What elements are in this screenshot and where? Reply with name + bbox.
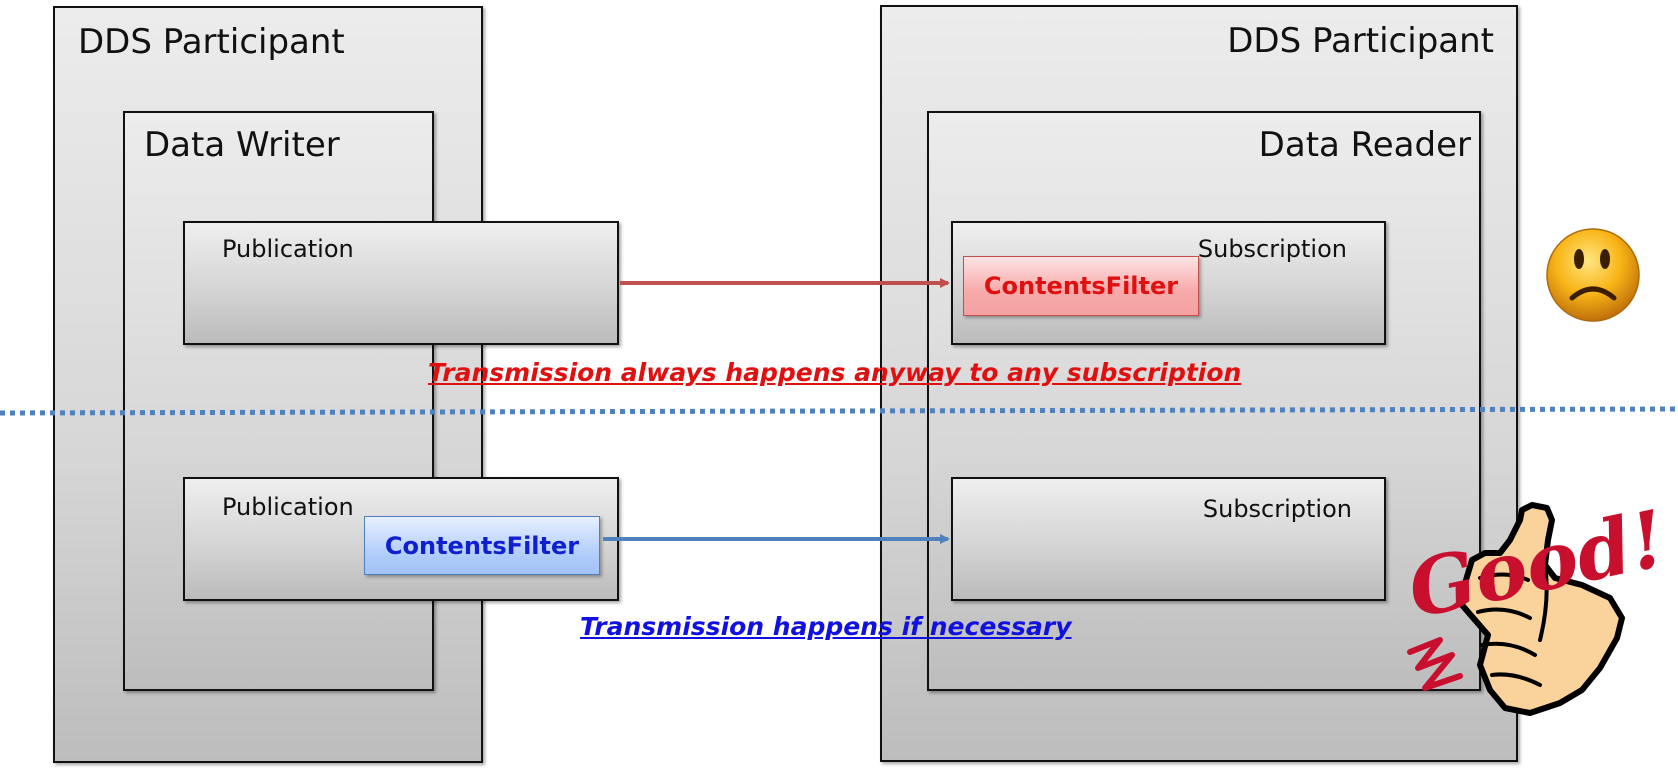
publication-top-box: Publication <box>183 221 619 345</box>
thumbs-up-icon <box>1407 502 1625 716</box>
left-participant-title: DDS Participant <box>78 22 345 62</box>
right-participant-title: DDS Participant <box>1227 21 1494 61</box>
publication-top-label: Publication <box>222 235 354 263</box>
sad-face-icon <box>1546 228 1640 322</box>
caption-top: Transmission always happens anyway to an… <box>428 358 1242 387</box>
subscription-top-label: Subscription <box>1197 235 1347 263</box>
data-writer-title: Data Writer <box>144 125 340 165</box>
subscription-contents-filter: ContentsFilter <box>963 256 1199 316</box>
subscription-bottom-label: Subscription <box>1202 495 1352 523</box>
data-reader-title: Data Reader <box>1258 125 1471 165</box>
publication-bottom-label: Publication <box>222 493 354 521</box>
subscription-bottom-box: Subscription <box>951 477 1386 601</box>
divider-dotted-line <box>0 406 1678 416</box>
caption-bottom: Transmission happens if necessary <box>580 612 1072 641</box>
publication-contents-filter: ContentsFilter <box>364 516 600 575</box>
